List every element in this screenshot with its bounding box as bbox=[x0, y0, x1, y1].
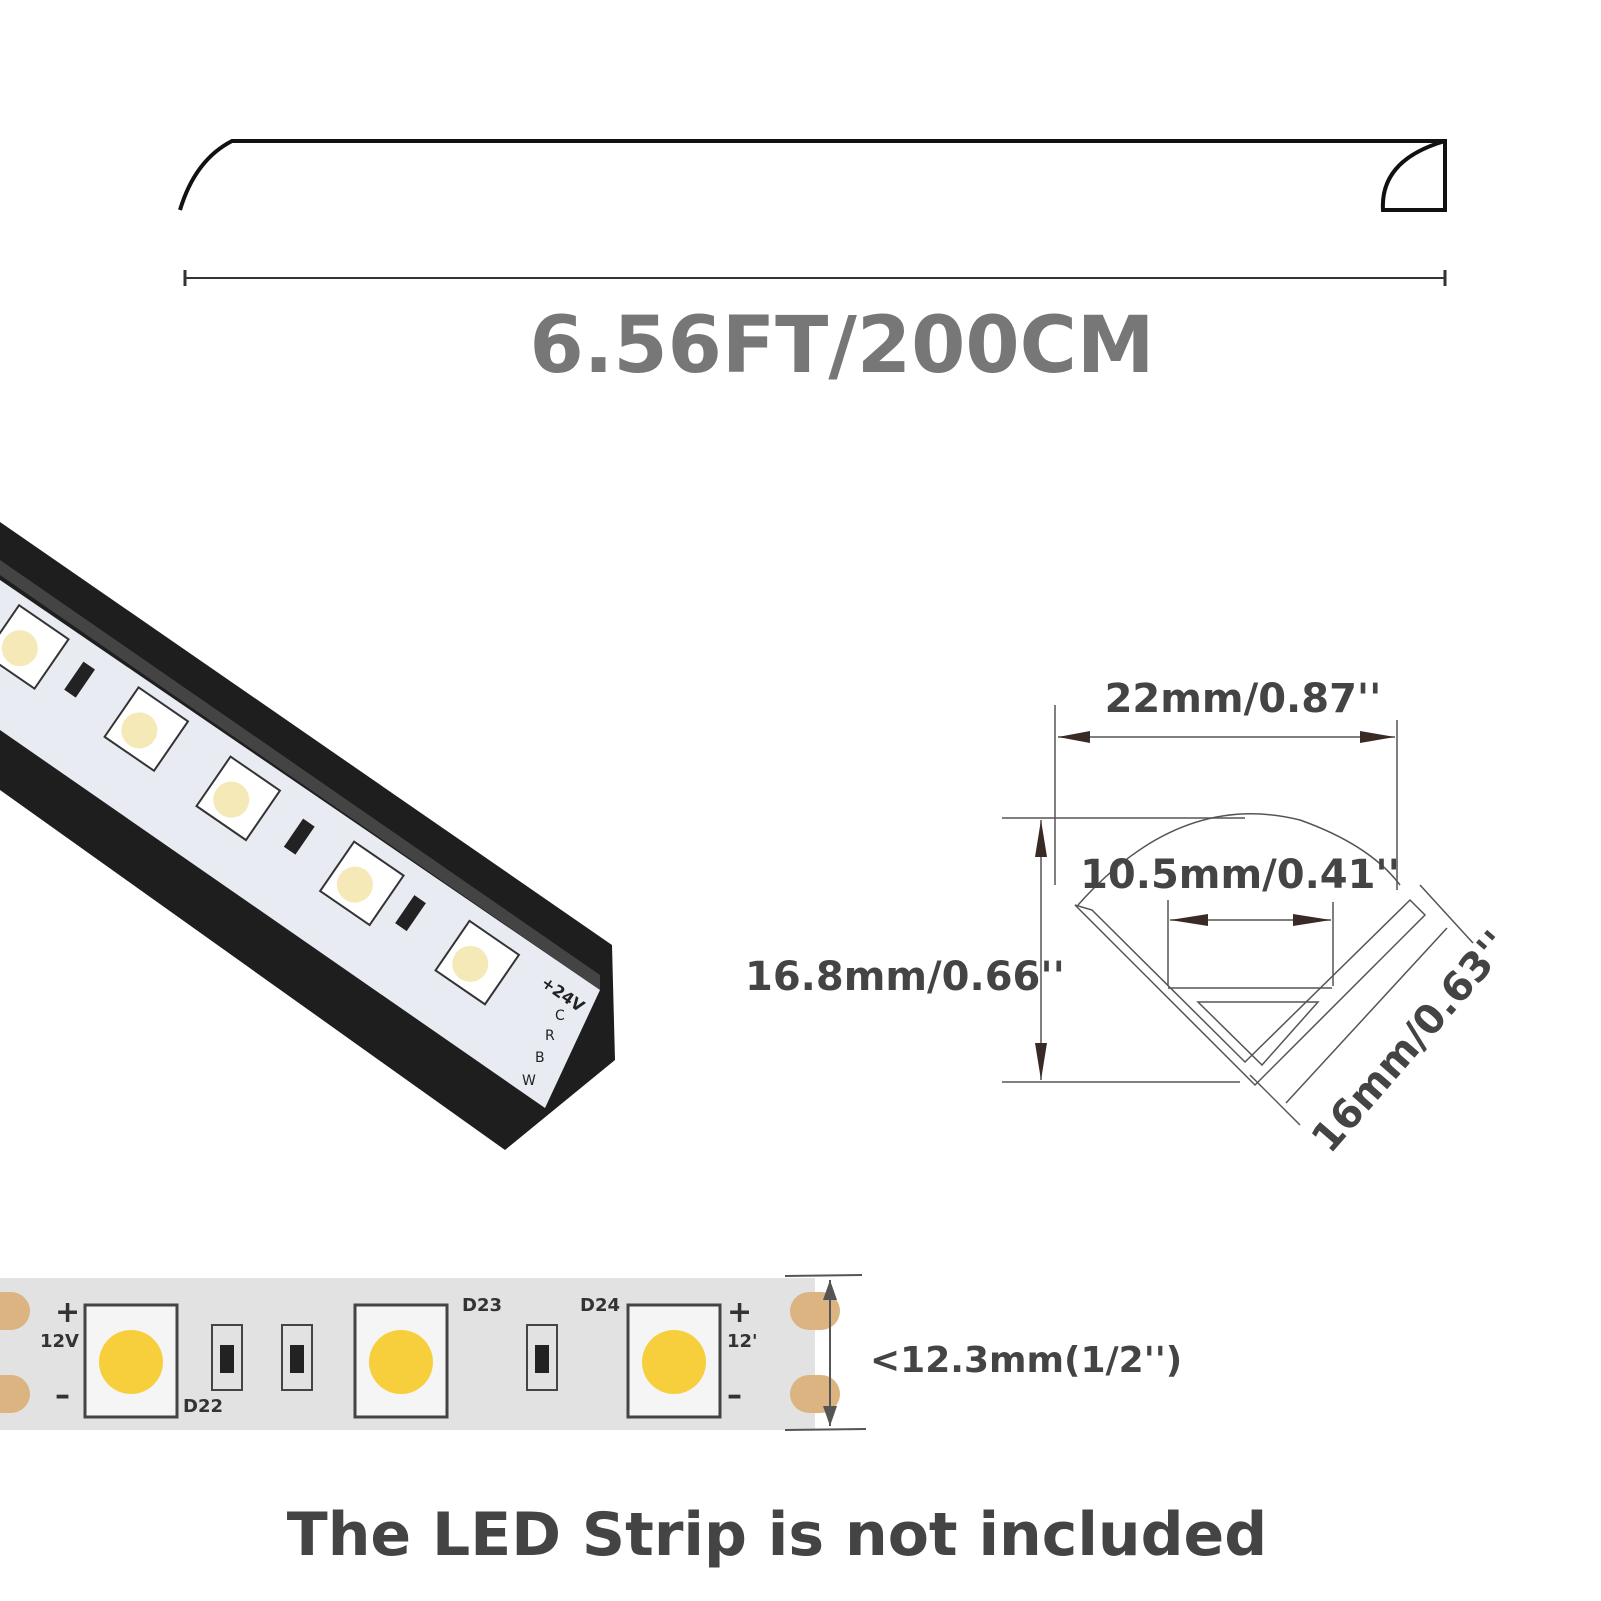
arrow-icon bbox=[1035, 1043, 1047, 1080]
led-chip bbox=[103, 685, 190, 773]
profile-photo: +24V C R B W bbox=[0, 522, 615, 1150]
resistor bbox=[395, 895, 426, 932]
side-dimension-line bbox=[1285, 927, 1448, 1104]
photo-label: C bbox=[555, 1008, 565, 1024]
length-label: 6.56FT/200CM bbox=[529, 301, 1154, 391]
resistor bbox=[64, 661, 95, 698]
arrow-icon bbox=[1058, 731, 1090, 743]
cross-section-diagram bbox=[1002, 705, 1474, 1126]
photo-label: W bbox=[522, 1073, 536, 1089]
height-label: 16.8mm/0.66'' bbox=[745, 954, 1065, 1000]
led-chip bbox=[434, 919, 521, 1006]
arrow-icon bbox=[1360, 731, 1395, 743]
inner-width-label: 10.5mm/0.41'' bbox=[1080, 852, 1400, 898]
profile-side-outline bbox=[178, 139, 1447, 212]
photo-label: B bbox=[535, 1050, 545, 1066]
profile-body bbox=[1074, 898, 1427, 1087]
resistor bbox=[283, 818, 315, 855]
voltage-right-label: 12' bbox=[727, 1331, 758, 1352]
profile-cover-arc bbox=[1077, 813, 1401, 906]
plus-label: + bbox=[727, 1295, 752, 1330]
length-diagram: 6.56FT/200CM bbox=[178, 139, 1447, 391]
led-id-label: D24 bbox=[580, 1295, 620, 1316]
solder-pads bbox=[0, 1292, 840, 1413]
led-id-label: D22 bbox=[183, 1396, 223, 1417]
minus-label: – bbox=[727, 1378, 742, 1413]
resistor bbox=[281, 1324, 313, 1391]
led-chip bbox=[353, 1303, 449, 1419]
led-chip bbox=[0, 603, 70, 691]
resistor bbox=[526, 1324, 558, 1391]
photo-label: R bbox=[545, 1028, 555, 1044]
minus-label: – bbox=[55, 1378, 70, 1413]
arrow-icon bbox=[823, 1280, 837, 1300]
strip-width-label: <12.3mm(1/2'') bbox=[870, 1340, 1182, 1381]
led-chip bbox=[83, 1303, 179, 1419]
led-chip bbox=[626, 1303, 722, 1419]
width-label: 22mm/0.87'' bbox=[1105, 676, 1382, 722]
arrow-icon bbox=[1293, 914, 1331, 926]
channel-edge bbox=[0, 560, 600, 990]
led-strip-diagram: + – 12V + – 12' D22 D23 D24 <12.3mm(1/2'… bbox=[0, 1274, 1182, 1431]
led-chip bbox=[318, 840, 405, 927]
arrow-icon bbox=[1170, 914, 1208, 926]
led-chip bbox=[195, 755, 282, 842]
voltage-left-label: 12V bbox=[40, 1331, 79, 1352]
profile-cavity bbox=[1196, 1001, 1320, 1067]
side-label: 16mm/0.63'' bbox=[1303, 922, 1519, 1161]
arrow-icon bbox=[823, 1406, 837, 1426]
plus-label: + bbox=[55, 1295, 80, 1330]
resistor bbox=[211, 1324, 243, 1391]
arrow-icon bbox=[1035, 820, 1047, 857]
led-id-label: D23 bbox=[462, 1295, 502, 1316]
not-included-note: The LED Strip is not included bbox=[287, 1500, 1267, 1570]
